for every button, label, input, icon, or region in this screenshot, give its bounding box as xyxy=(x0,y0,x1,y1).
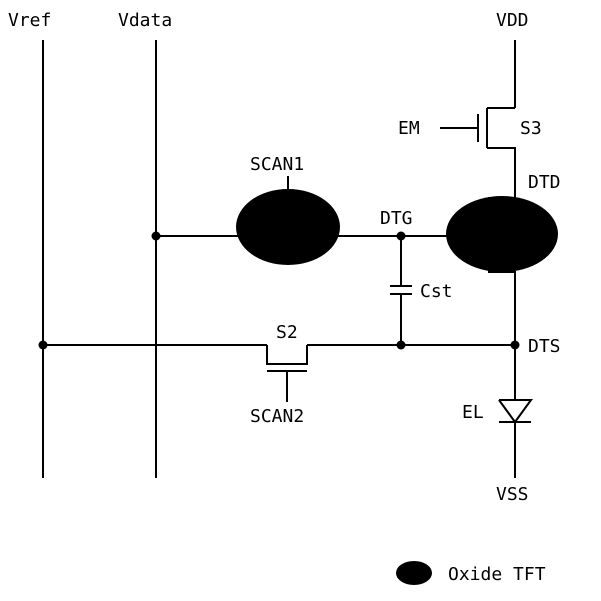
s2-label: S2 xyxy=(276,322,298,343)
legend-oxide-icon xyxy=(396,561,432,585)
junction-dtg xyxy=(397,232,406,241)
s3-transistor xyxy=(440,108,515,198)
scan2-label: SCAN2 xyxy=(250,406,304,427)
vss-label: VSS xyxy=(496,484,529,505)
dts-label: DTS xyxy=(528,336,561,357)
dtd-label: DTD xyxy=(528,172,561,193)
vdd-label: VDD xyxy=(496,10,529,31)
s2-transistor xyxy=(267,345,307,402)
cst-capacitor xyxy=(390,236,412,345)
s3-label: S3 xyxy=(520,118,542,139)
el-diode xyxy=(499,400,531,478)
vdata-label: Vdata xyxy=(118,10,172,31)
el-label: EL xyxy=(462,402,484,423)
junction-cst-bottom xyxy=(397,341,406,350)
dtg-label: DTG xyxy=(380,208,413,229)
junction-vref-s2 xyxy=(39,341,48,350)
scan1-label: SCAN1 xyxy=(250,154,304,175)
junction-dts xyxy=(511,341,520,350)
dt-label: DT xyxy=(518,226,540,247)
em-label: EM xyxy=(398,118,420,139)
dt-oxide-outline xyxy=(446,196,558,272)
cst-label: Cst xyxy=(420,281,453,302)
vref-label: Vref xyxy=(8,10,51,31)
junction-vdata-s1 xyxy=(152,232,161,241)
s1-label: S1 xyxy=(274,241,296,262)
legend-oxide-label: Oxide TFT xyxy=(448,564,546,585)
